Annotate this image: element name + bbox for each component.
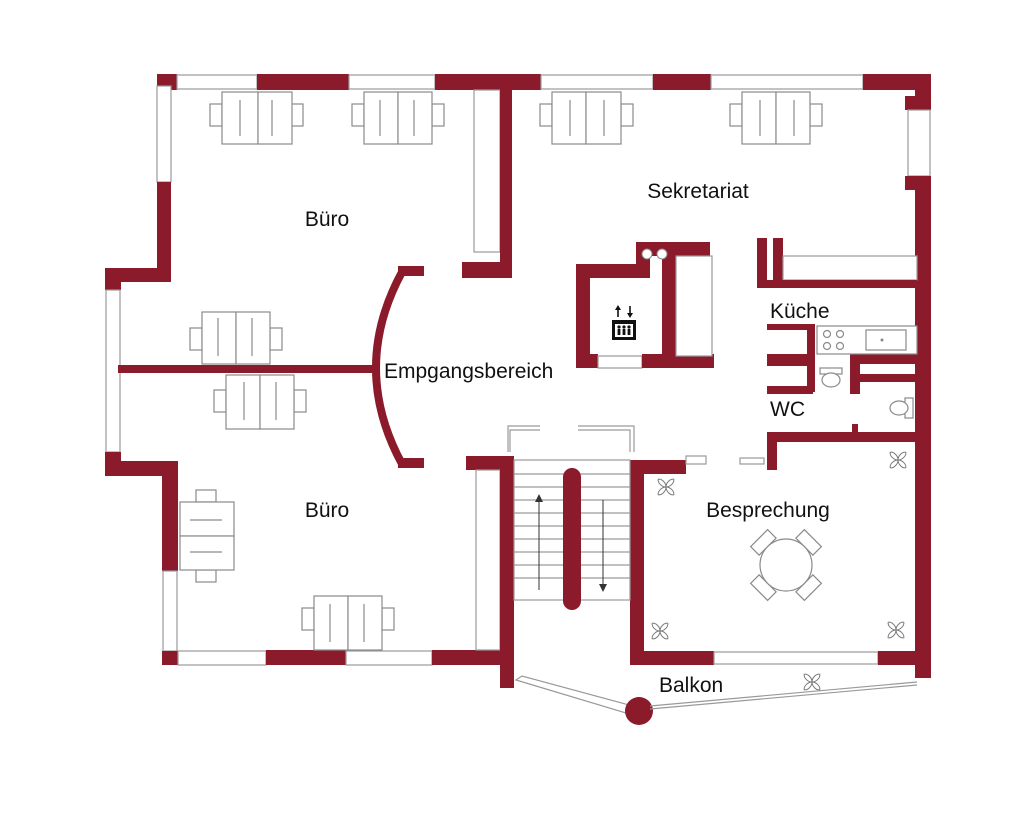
room-label-balkon: Balkon <box>659 674 723 697</box>
fan-icon <box>657 478 675 496</box>
outer-walls <box>105 74 931 725</box>
fan-icon <box>651 622 669 640</box>
fan-icon <box>889 451 907 469</box>
room-label-buero-top: Büro <box>305 208 349 231</box>
room-label-buero-bottom: Büro <box>305 499 349 522</box>
room-label-empfang: Empgangsbereich <box>384 360 553 383</box>
room-label-besprechung: Besprechung <box>706 499 830 522</box>
room-label-wc: WC <box>770 398 805 421</box>
elevator-icon <box>612 305 636 340</box>
reception-curved-wall <box>372 270 406 466</box>
fan-icon <box>887 621 905 639</box>
desks <box>179 91 823 651</box>
room-label-kueche: Küche <box>770 300 830 323</box>
elevator[interactable] <box>590 248 668 354</box>
meeting-table <box>749 528 823 602</box>
interior-walls <box>118 88 918 666</box>
stair-arrow-up-icon <box>535 494 543 590</box>
fan-icon <box>803 673 821 691</box>
fan-icons <box>651 451 907 691</box>
stair-arrow-down-icon <box>599 500 607 592</box>
toilet-icon <box>819 367 914 419</box>
room-label-sekretariat: Sekretariat <box>647 180 749 203</box>
stove-icon <box>822 329 845 351</box>
room-labels: Büro Sekretariat Küche Empgangsbereich W… <box>305 180 830 697</box>
staircase[interactable] <box>507 425 707 610</box>
kitchen-fixtures <box>816 325 918 419</box>
